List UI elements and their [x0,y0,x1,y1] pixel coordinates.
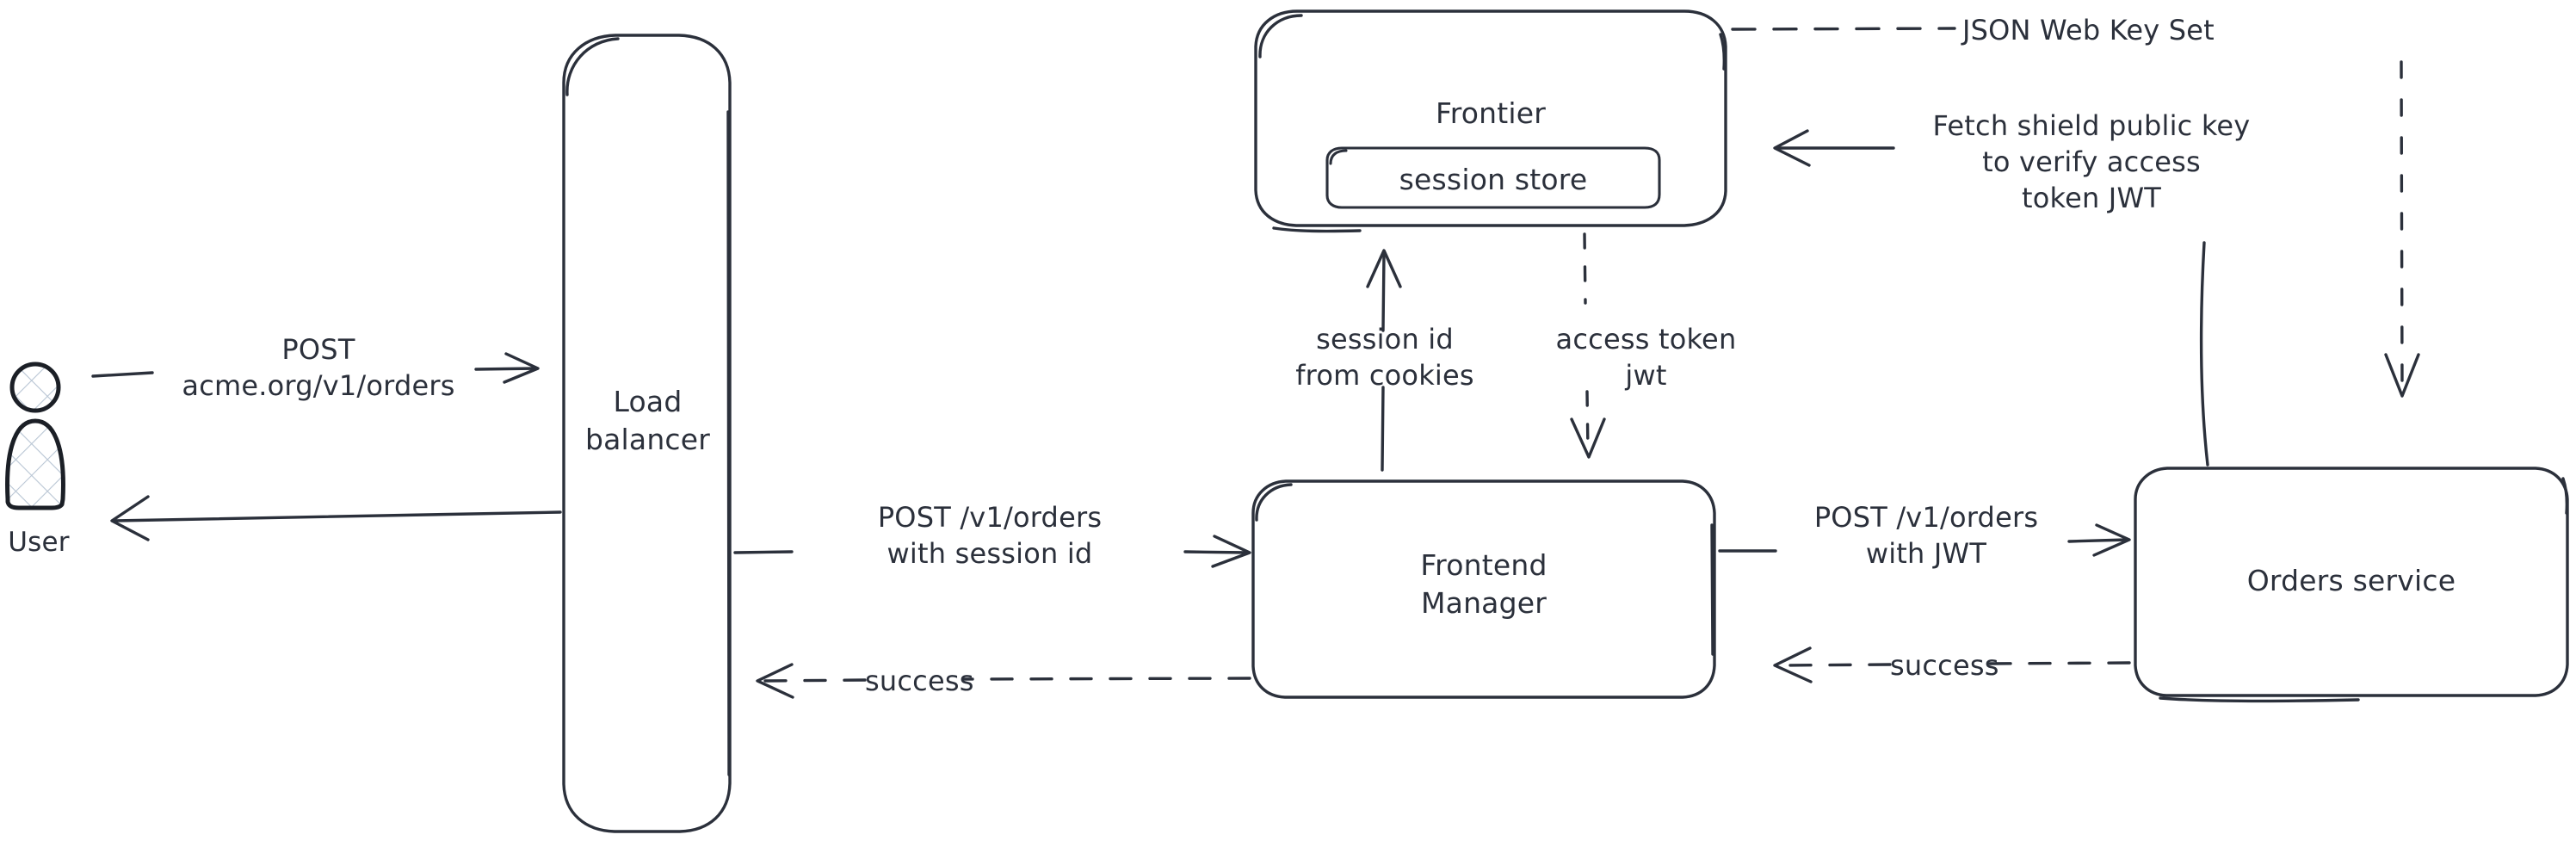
edge-label-session-id-from-cookies: session id from cookies [1295,323,1474,393]
node-user[interactable] [2,362,71,529]
edge-label-success-lb: success [865,665,974,697]
node-label-frontier: Frontier [1435,96,1547,130]
edge-label-success-orders: success [1890,649,1999,682]
node-session-store[interactable] [1325,146,1661,209]
node-label-orders-service: Orders service [2246,564,2456,597]
actor-label-user: User [8,527,70,558]
edge-label-fetch-shield-public-key: Fetch shield public key to verify access… [1932,109,2251,215]
edge-label-json-web-key-set: JSON Web Key Set [1962,14,2215,46]
edge-label-post-v1-orders-session: POST /v1/orders with session id [877,501,1103,571]
edge-label-post-v1-orders-jwt: POST /v1/orders with JWT [1813,501,2039,571]
node-orders-service[interactable] [2134,467,2569,697]
edge-fm-to-lb [756,663,1251,699]
edge-label-post-acme-orders: POST acme.org/v1/orders [182,333,455,403]
node-frontend-manager[interactable] [1251,479,1716,699]
node-label-frontend-manager: Frontend Manager [1420,548,1547,620]
edge-label-access-token-jwt: access token jwt [1555,323,1737,393]
node-label-load-balancer: Load balancer [584,385,711,456]
edge-lb-to-user [110,495,562,541]
node-label-session-store: session store [1399,163,1588,196]
node-load-balancer[interactable] [562,34,732,833]
